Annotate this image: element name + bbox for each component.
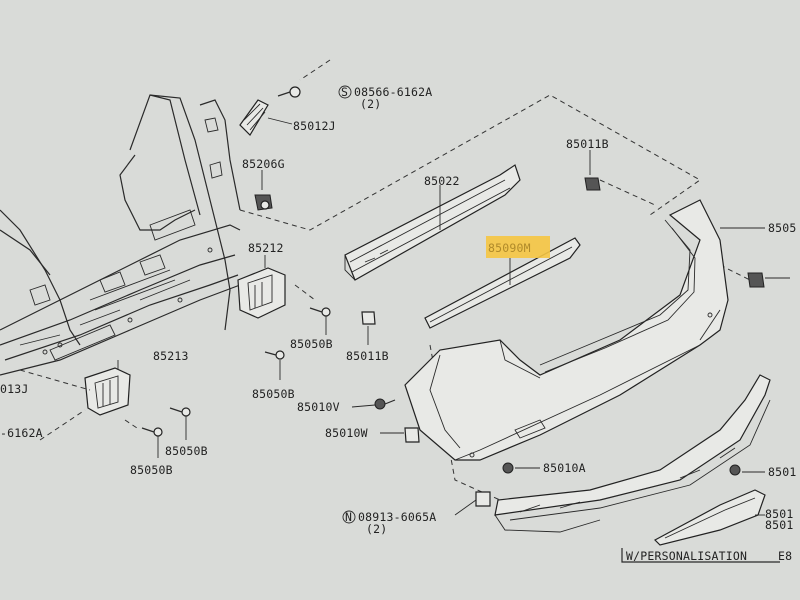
label-85212: 85212	[248, 241, 284, 255]
note-personalisation: W/PERSONALISATION	[626, 549, 747, 563]
label-85050B-d: 85050B	[130, 463, 173, 477]
s-circle-symbol	[338, 85, 352, 99]
n-circle-letter: N	[345, 510, 352, 524]
label-85213: 85213	[153, 349, 189, 363]
label-08566-qty: (2)	[360, 97, 381, 111]
label-08566-6162A: 08566-6162A	[354, 85, 432, 99]
car-body-rear	[0, 94, 241, 376]
label-85010V: 85010V	[297, 400, 340, 414]
highlight-85090M	[486, 236, 550, 258]
label-8501-c: 8501	[765, 518, 794, 532]
screws-85050B	[141, 307, 331, 437]
fastener-08913	[475, 491, 491, 507]
personalisation-bracket-line	[621, 548, 780, 563]
bracket-85213	[84, 367, 131, 416]
personalisation-strip	[654, 489, 766, 546]
label-08913-qty: (2)	[366, 522, 387, 536]
s-circle-letter: S	[341, 85, 348, 99]
label-8501-a: 8501	[768, 465, 797, 479]
label-85010A: 85010A	[543, 461, 586, 475]
fastener-85010V	[374, 398, 396, 410]
label-85050B-c: 85050B	[165, 444, 208, 458]
leader-lines	[117, 117, 790, 516]
label-85206G: 85206G	[242, 157, 285, 171]
note-e8: E8	[778, 549, 792, 563]
label-85022: 85022	[424, 174, 460, 188]
label-85090M: 85090M	[488, 241, 531, 255]
rear-bumper-fascia	[404, 199, 729, 461]
lower-diffuser	[494, 374, 771, 533]
label-85012J: 85012J	[293, 119, 336, 133]
fastener-85010W	[404, 427, 420, 443]
fastener-85010A	[502, 462, 514, 474]
part-labels: S 08566-6162A (2) 85012J 85206G 85212 85…	[0, 85, 797, 563]
clip-85011B-bottom	[361, 311, 376, 325]
fastener-8505-side	[747, 272, 765, 288]
bracket-85212	[237, 267, 286, 319]
reinforcement-85022	[344, 164, 521, 281]
label-08913-6065A: 08913-6065A	[358, 510, 436, 524]
label-85050B-b: 85050B	[252, 387, 295, 401]
label-85011B-bottom: 85011B	[346, 349, 389, 363]
label-8501-b: 8501	[765, 507, 794, 521]
screw-08566	[277, 86, 301, 98]
label-6162A-left: -6162A	[0, 426, 43, 440]
label-85011B-top: 85011B	[566, 137, 609, 151]
label-85050B-a: 85050B	[290, 337, 333, 351]
clip-85011B-top	[584, 177, 601, 191]
label-8505: 8505	[768, 221, 797, 235]
n-circle-symbol	[342, 510, 356, 524]
clip-85206G	[254, 194, 273, 211]
part-85012J-bracket	[239, 99, 269, 136]
label-013J: 013J	[0, 382, 29, 396]
label-85010W: 85010W	[325, 426, 368, 440]
